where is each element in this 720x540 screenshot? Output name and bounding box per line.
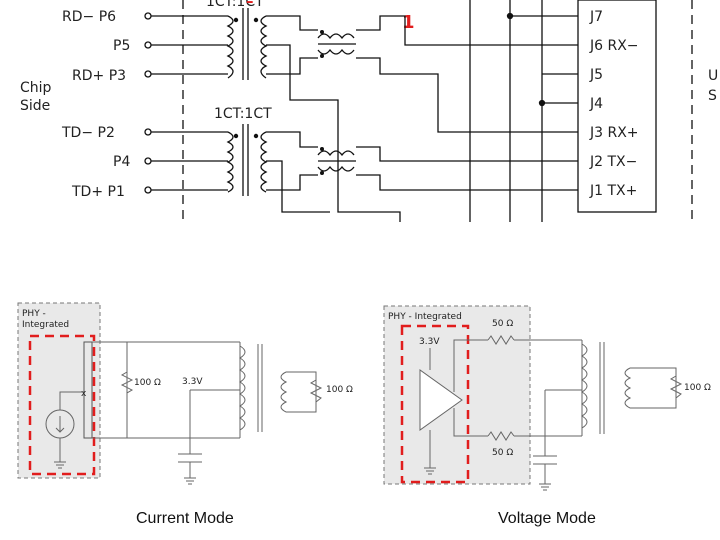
choke-tx [317, 147, 356, 175]
resistor-label-right-voltage: 100 Ω [684, 383, 711, 393]
jack-pin-j6: J6 RX− [589, 38, 639, 54]
resistor-label-left: 100 Ω [134, 378, 161, 388]
annotation-mark: 1 [402, 12, 415, 33]
supply-label-current: 3.3V [182, 377, 203, 387]
x-mark: x [81, 389, 87, 399]
pin-label-p6: RD− P6 [62, 9, 116, 25]
jack-pin-j3: J3 RX+ [589, 125, 639, 141]
pin-label-p5: P5 [113, 38, 130, 54]
phy-box-label-current-1: PHY - [22, 309, 46, 319]
voltage-mode-circuit: PHY - Integrated 3.3V 50 Ω [383, 305, 711, 527]
phy-box-label-voltage: PHY - Integrated [388, 312, 462, 322]
jack-pin-j4: J4 [589, 96, 603, 112]
rj45-jack-block [577, 0, 657, 213]
current-mode-circuit: PHY - Integrated x 1 [17, 302, 353, 527]
output-stage [83, 341, 93, 439]
ratio-label-rx: 1CT:1CT [206, 0, 264, 10]
phy-box-label-current-2: Integrated [22, 320, 69, 330]
pin-label-p3: RD+ P3 [72, 68, 126, 84]
transformer-tx: 1CT:1CT [214, 106, 272, 196]
chip-side-label-1: Chip [20, 80, 52, 96]
pin-label-p2: TD− P2 [61, 125, 115, 141]
ratio-label-tx: 1CT:1CT [214, 106, 272, 122]
transformer-rx: 1CT:1CT – [206, 0, 268, 80]
resistor-label-bottom: 50 Ω [492, 448, 513, 458]
highlight-box-current [28, 334, 96, 476]
pin-label-p4: P4 [113, 154, 130, 170]
caption-current-mode: Current Mode [136, 510, 234, 527]
user-side-label-2: S [708, 88, 717, 104]
resistor-label-right-current: 100 Ω [326, 385, 353, 395]
annotation-mark-top: – [246, 0, 254, 10]
jack-pin-j1: J1 TX+ [589, 183, 637, 199]
supply-label-voltage: 3.3V [419, 337, 440, 347]
phy-integrated-box-current [17, 302, 101, 479]
resistor-label-top: 50 Ω [492, 319, 513, 329]
wiring [266, 0, 578, 222]
pin-label-p1: TD+ P1 [71, 184, 125, 200]
chip-side-label-2: Side [20, 98, 50, 114]
phy-integrated-box-voltage [383, 305, 531, 485]
jack-pin-j7: J7 [589, 9, 603, 25]
highlight-box-voltage [400, 324, 470, 484]
jack-pin-j5: J5 [589, 67, 603, 83]
magnetics-schematic: RD− P6 P5 RD+ P3 TD− P2 P4 TD+ P1 Chip S… [20, 0, 718, 222]
caption-voltage-mode: Voltage Mode [498, 510, 596, 527]
user-side-label-1: U [708, 68, 718, 84]
choke-rx [317, 30, 356, 58]
pin-terminals [144, 12, 152, 194]
jack-pin-j2: J2 TX− [589, 154, 637, 170]
